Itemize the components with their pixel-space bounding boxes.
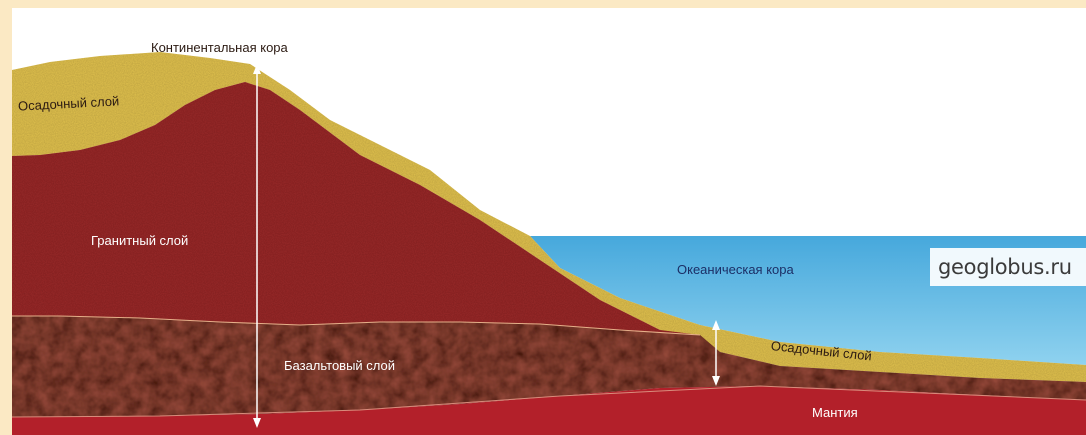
label-granite-layer: Гранитный слой	[91, 233, 188, 248]
watermark-logo: geoglobus.ru	[930, 248, 1086, 286]
label-mantle: Мантия	[812, 405, 858, 420]
label-continental-crust: Континентальная кора	[151, 40, 288, 55]
label-basalt-layer: Базальтовый слой	[284, 358, 395, 373]
label-oceanic-crust: Океаническая кора	[677, 262, 794, 277]
